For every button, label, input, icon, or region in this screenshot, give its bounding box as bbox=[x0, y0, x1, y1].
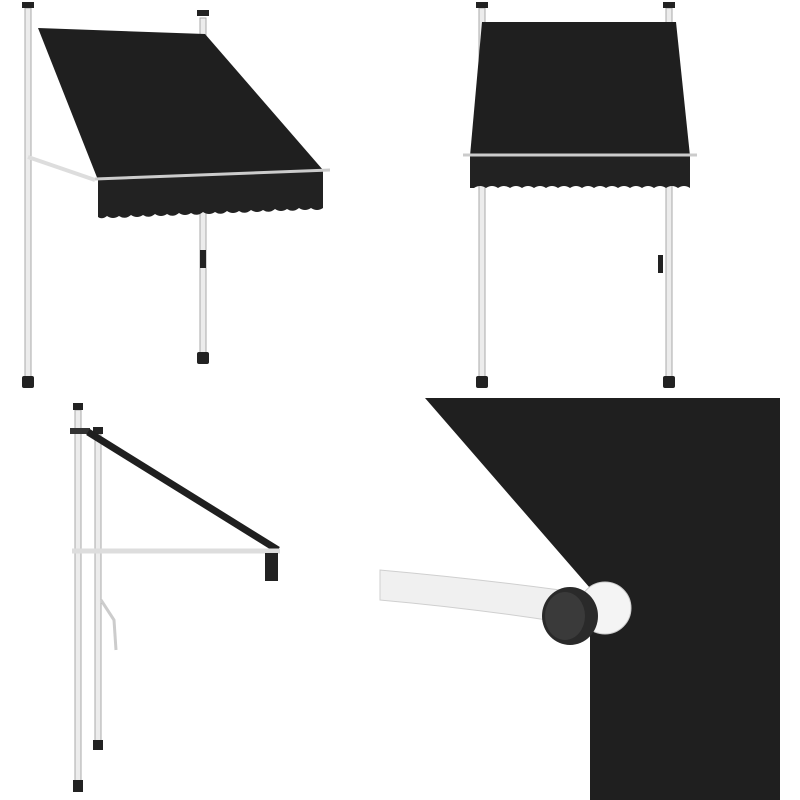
panel-front-view[interactable] bbox=[463, 2, 697, 388]
rear-pole-cap bbox=[73, 403, 83, 410]
front-bar bbox=[94, 168, 331, 181]
awning-fabric bbox=[470, 22, 690, 156]
awning-fabric bbox=[86, 429, 280, 553]
crank-grip bbox=[658, 255, 663, 273]
right-pole-foot bbox=[197, 352, 209, 364]
awning-valance bbox=[98, 170, 323, 219]
bracket bbox=[70, 428, 90, 434]
right-pole-cap bbox=[197, 10, 209, 16]
crank-handle bbox=[99, 599, 118, 651]
rear-pole bbox=[74, 409, 82, 789]
panel-side-view[interactable] bbox=[70, 403, 280, 792]
support-arm bbox=[27, 155, 96, 182]
left-pole-cap bbox=[22, 2, 34, 8]
right-pole-foot bbox=[663, 376, 675, 388]
left-pole bbox=[24, 7, 32, 387]
awning-valance bbox=[470, 156, 690, 188]
left-pole-foot bbox=[476, 376, 488, 388]
front-pole-cap bbox=[93, 427, 103, 434]
right-pole-cap bbox=[663, 2, 675, 8]
knob-face bbox=[545, 592, 585, 640]
left-pole-cap bbox=[476, 2, 488, 8]
front-pole-foot bbox=[93, 740, 103, 750]
front-pole bbox=[94, 433, 102, 747]
awning-fabric bbox=[38, 28, 323, 180]
left-pole-foot bbox=[22, 376, 34, 388]
panel-detail-view[interactable] bbox=[379, 398, 780, 800]
crank-grip bbox=[200, 250, 206, 268]
panel-angled-view[interactable] bbox=[22, 2, 331, 388]
awning-valance bbox=[265, 553, 278, 581]
rear-pole-foot bbox=[73, 780, 83, 792]
